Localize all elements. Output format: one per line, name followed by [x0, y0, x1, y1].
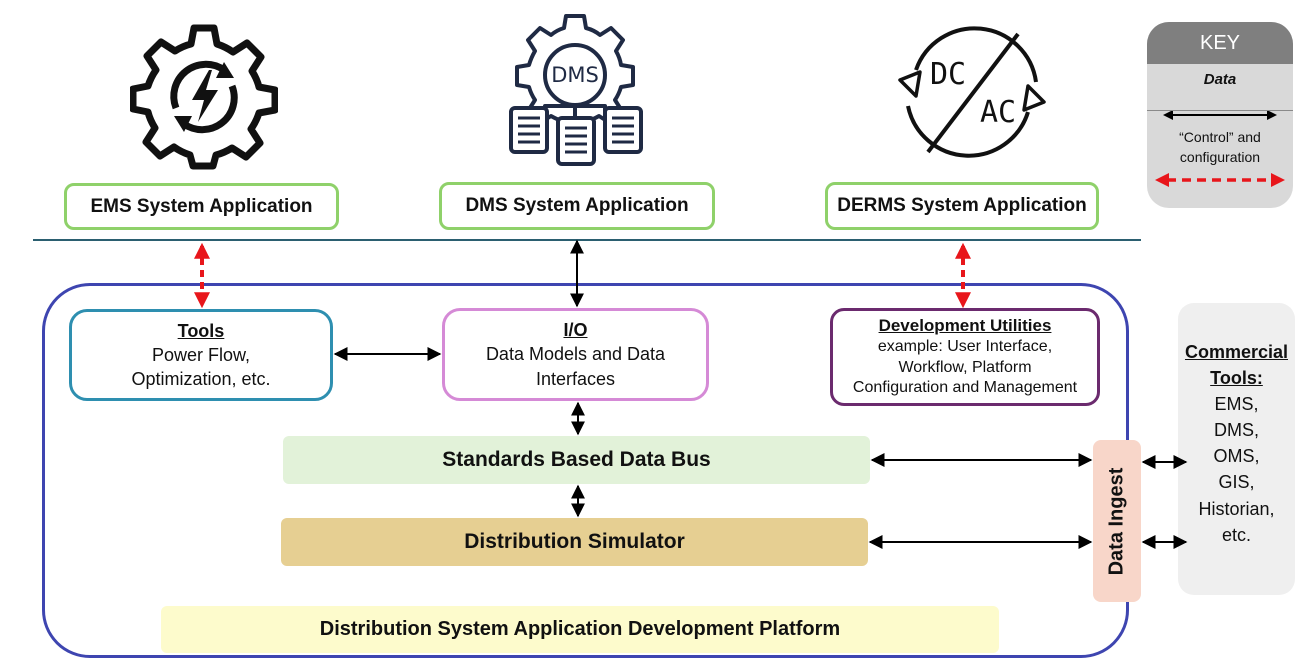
development-utilities-title: Development Utilities	[878, 315, 1052, 335]
dms-application-box[interactable]: DMS System Application	[439, 182, 715, 230]
commercial-tool-item: GIS,	[1218, 472, 1255, 493]
commercial-tool-item: DMS,	[1214, 420, 1259, 441]
derms-application-label: DERMS System Application	[837, 195, 1087, 216]
commercial-tool-item: etc.	[1221, 524, 1251, 545]
commercial-tools-panel: Commercial Tools: EMS, DMS, OMS, GIS, Hi…	[1178, 303, 1295, 595]
io-line-1: Data Models and Data	[485, 344, 666, 365]
platform-label: Distribution System Application Developm…	[319, 618, 841, 640]
development-utilities-line-2: Workflow, Platform	[898, 358, 1032, 376]
dms-application-label: DMS System Application	[465, 195, 689, 216]
ems-application-box[interactable]: EMS System Application	[64, 183, 339, 230]
development-utilities-line-3: Configuration and Management	[852, 379, 1078, 397]
legend-control-line-1: “Control” and	[1179, 129, 1261, 145]
commercial-tools-title-2: Tools:	[1210, 368, 1263, 389]
derms-application-box[interactable]: DERMS System Application	[825, 182, 1099, 230]
io-title: I/O	[563, 320, 588, 341]
application-divider-line	[33, 239, 1141, 241]
gear-lightning-icon	[130, 24, 278, 170]
gear-dms-servers-icon: DMS	[509, 14, 643, 166]
data-bus-bar[interactable]: Standards Based Data Bus	[283, 436, 870, 484]
legend-data-label: Data	[1203, 71, 1237, 88]
legend-divider	[1147, 110, 1293, 111]
tools-title: Tools	[177, 320, 225, 341]
distribution-simulator-label: Distribution Simulator	[464, 530, 685, 553]
io-line-2: Interfaces	[535, 368, 616, 389]
legend-control-line-2: configuration	[1179, 149, 1261, 166]
development-utilities-line-1: example: User Interface,	[877, 337, 1053, 355]
distribution-simulator-bar[interactable]: Distribution Simulator	[281, 518, 868, 566]
legend-title: KEY	[1147, 22, 1293, 64]
io-module[interactable]: I/O Data Models and Data Interfaces	[442, 308, 709, 401]
tools-module[interactable]: Tools Power Flow, Optimization, etc.	[69, 309, 333, 401]
legend-data-arrow	[1163, 110, 1277, 120]
legend-control-arrow	[1155, 173, 1285, 187]
development-utilities-module[interactable]: Development Utilities example: User Inte…	[830, 308, 1100, 406]
commercial-tool-item: OMS,	[1213, 446, 1260, 467]
data-bus-label: Standards Based Data Bus	[442, 448, 711, 471]
legend-key: KEY Data “Control” and configuration	[1147, 22, 1293, 208]
commercial-tool-item: EMS,	[1214, 394, 1259, 415]
svg-text:DC: DC	[930, 57, 966, 92]
svg-text:AC: AC	[980, 95, 1016, 130]
tools-line-1: Power Flow,	[151, 344, 251, 365]
tools-line-2: Optimization, etc.	[131, 369, 271, 390]
legend-control-label: “Control” and configuration	[1157, 127, 1283, 168]
platform-bar: Distribution System Application Developm…	[161, 606, 999, 653]
data-ingest-box[interactable]: Data Ingest	[1093, 440, 1141, 602]
ems-application-label: EMS System Application	[90, 195, 313, 217]
dc-ac-converter-icon: DC AC	[898, 26, 1046, 158]
commercial-tools-title-1: Commercial	[1184, 342, 1289, 362]
svg-text:DMS: DMS	[551, 63, 599, 87]
commercial-tool-item: Historian,	[1198, 498, 1275, 519]
